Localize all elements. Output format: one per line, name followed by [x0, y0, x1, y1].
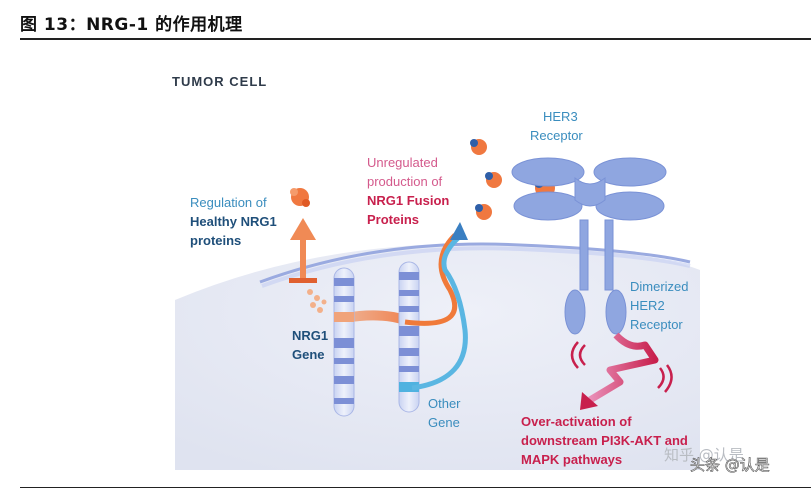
- signal-arrow: [588, 332, 659, 404]
- unregulated-line4: Proteins: [367, 212, 419, 227]
- her3-receptor: [511, 157, 667, 335]
- signal-wave-right: [657, 367, 665, 389]
- her3-line2: Receptor: [530, 128, 583, 143]
- her2-line3: Receptor: [630, 317, 683, 332]
- fusion-swirl-blue: [411, 236, 468, 391]
- nrg1-gene-line2: Gene: [292, 347, 325, 362]
- regulation-line2: Healthy NRG1: [190, 214, 277, 229]
- watermark-zhihu: 知乎 @认是: [664, 446, 744, 464]
- signal-arrowhead: [580, 392, 598, 410]
- her2-line2: HER2: [630, 298, 665, 313]
- overactivation-line1: Over-activation of: [521, 414, 632, 429]
- nrg1-gene-line1: NRG1: [292, 328, 328, 343]
- regulation-bar: [289, 278, 317, 283]
- other-gene-line1: Other: [428, 396, 461, 411]
- signal-wave-left: [578, 344, 586, 366]
- other-chromosome: [398, 261, 420, 413]
- overactivation-line2: downstream PI3K-AKT and: [521, 433, 688, 448]
- cell-membrane-glow: [261, 246, 691, 288]
- nrg1-chromosome: [333, 267, 355, 417]
- signal-wave-left2: [570, 341, 579, 369]
- her2-line1: Dimerized: [630, 279, 689, 294]
- figure-title: 图 13：NRG-1 的作用机理: [20, 15, 243, 35]
- regulation-arrowhead: [290, 218, 316, 240]
- unregulated-line2: production of: [367, 174, 443, 189]
- unregulated-line3: NRG1 Fusion: [367, 193, 449, 208]
- regulation-line3: proteins: [190, 233, 241, 248]
- signal-wave-right2: [664, 364, 673, 393]
- top-divider: [20, 38, 811, 40]
- overactivation-line3: MAPK pathways: [521, 452, 622, 467]
- unregulated-line1: Unregulated: [367, 155, 438, 170]
- regulation-line1: Regulation of: [190, 195, 267, 210]
- healthy-nrg1-protein: [290, 188, 310, 207]
- other-gene-line2: Gene: [428, 415, 460, 430]
- bottom-divider: [20, 487, 811, 488]
- cell-membrane: [259, 242, 691, 284]
- watermark-toutiao: 头条 @认是: [690, 456, 770, 474]
- fusion-swirl-orange: [404, 233, 458, 326]
- tumor-cell-label: TUMOR CELL: [172, 74, 267, 89]
- fusion-arrowhead: [450, 222, 468, 240]
- her3-line1: HER3: [543, 109, 578, 124]
